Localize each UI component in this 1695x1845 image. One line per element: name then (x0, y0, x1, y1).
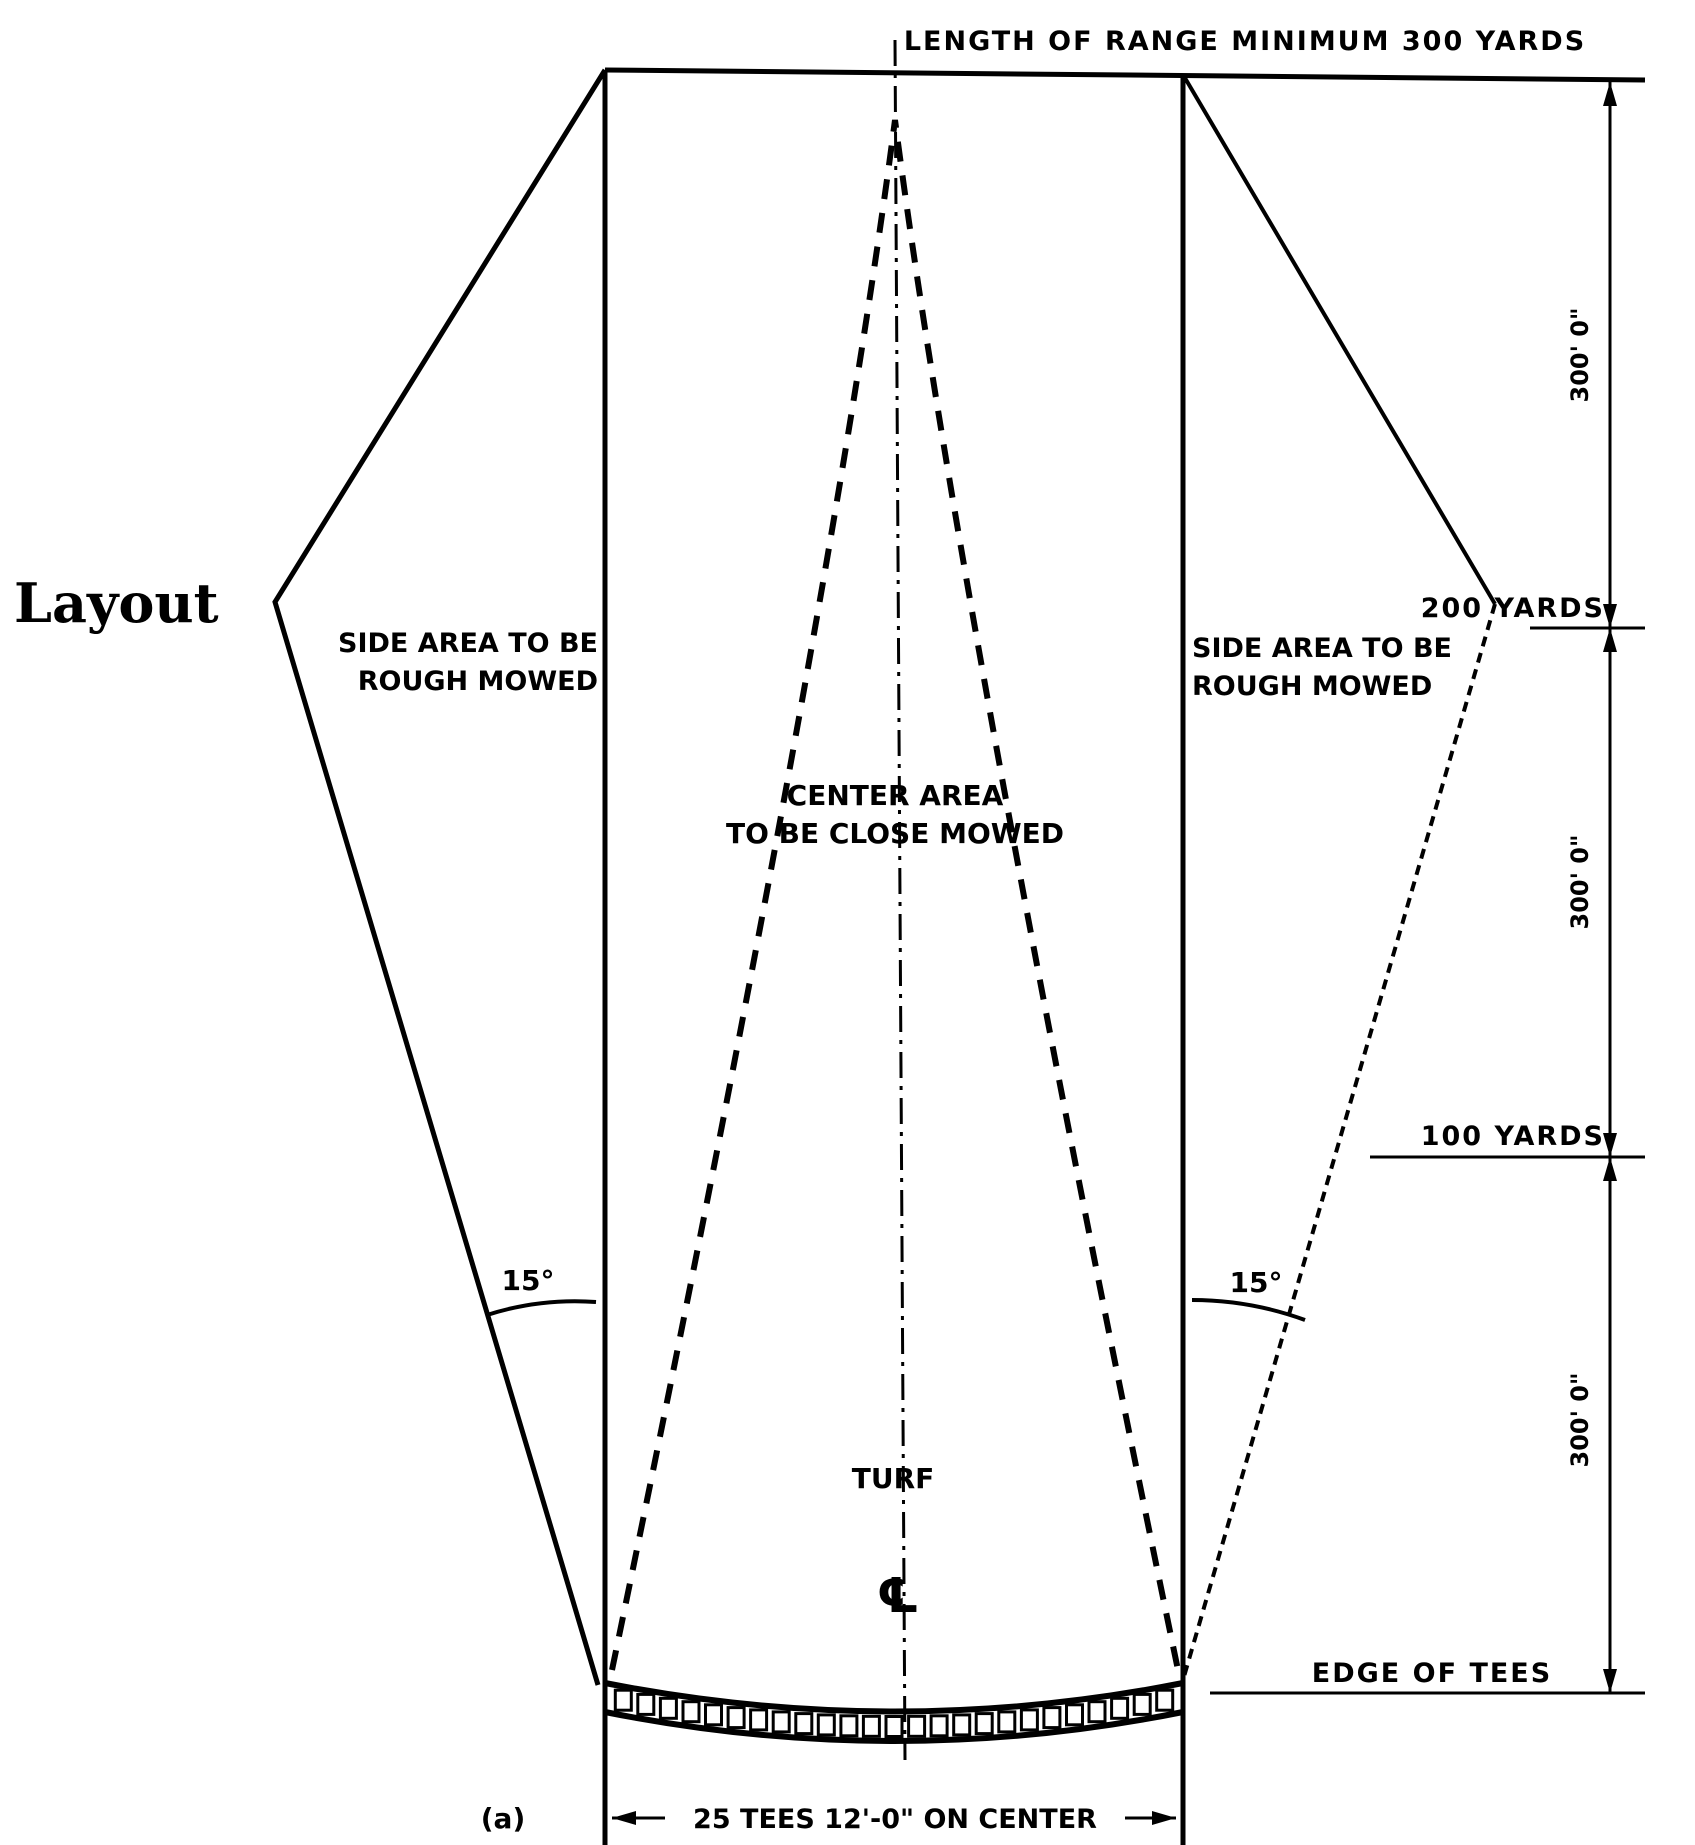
dim-label-lower: 300' 0" (1566, 1372, 1594, 1467)
dim-arrow-top (1603, 82, 1617, 106)
diagram-title: Layout (14, 571, 219, 635)
tee-row (613, 1688, 1175, 1738)
tee-box (929, 1714, 949, 1738)
tees-arrow-right (1152, 1811, 1176, 1825)
tee-box (884, 1715, 904, 1738)
left-outer-boundary (272, 68, 608, 1686)
tee-box (749, 1708, 769, 1732)
tee-box (1065, 1703, 1084, 1727)
figure-tag: (a) (481, 1802, 526, 1835)
angle-arc-left (486, 1299, 597, 1317)
mark-100-label: 100 YARDS (1421, 1121, 1605, 1152)
range-length-label: LENGTH OF RANGE MINIMUM 300 YARDS (904, 26, 1586, 57)
tee-box (839, 1714, 859, 1738)
mark-200-label: 200 YARDS (1421, 593, 1605, 624)
center-area-label-line1: CENTER AREA (787, 779, 1004, 812)
turf-label: TURF (852, 1462, 935, 1495)
right-outer-boundary-upper (1183, 76, 1497, 606)
side-right-label-line1: SIDE AREA TO BE (1192, 633, 1452, 664)
side-left-label-line1: SIDE AREA TO BE (338, 628, 598, 659)
tees-dimension-label: 25 TEES 12'-0" ON CENTER (693, 1804, 1097, 1835)
tee-box (1042, 1706, 1062, 1730)
tee-box (1087, 1700, 1107, 1724)
tee-box (952, 1713, 972, 1737)
tee-box (613, 1688, 633, 1712)
tee-strip-bottom-edge (604, 1709, 1184, 1744)
center-line (893, 39, 907, 1761)
tee-box (704, 1703, 723, 1727)
tee-box (1132, 1692, 1152, 1716)
tee-box (658, 1696, 678, 1720)
side-right-label-line2: ROUGH MOWED (1192, 671, 1432, 702)
tees-arrow-left (612, 1811, 636, 1825)
edge-of-tees-label: EDGE OF TEES (1312, 1658, 1552, 1689)
tee-box (681, 1700, 701, 1724)
tee-box (771, 1710, 791, 1734)
dim-arrow-200-down (1603, 628, 1617, 652)
tee-strip-top-edge (604, 1680, 1184, 1715)
tee-box (997, 1710, 1017, 1734)
dim-arrow-bottom (1603, 1669, 1617, 1693)
dim-label-upper: 300' 0" (1566, 307, 1594, 402)
center-area-boundary (609, 119, 1181, 1671)
tee-box (907, 1714, 927, 1738)
tee-box (1110, 1696, 1130, 1720)
tee-box (816, 1713, 836, 1737)
centerline-symbol: ℄ (876, 1568, 919, 1624)
angle-arc-right (1191, 1298, 1306, 1322)
angle-left-label: 15° (502, 1264, 555, 1297)
tee-box (726, 1706, 746, 1730)
tee-box (861, 1714, 881, 1738)
tee-box (794, 1712, 814, 1736)
dim-arrow-200-up (1603, 604, 1617, 628)
tee-box (636, 1692, 656, 1716)
tee-box (1155, 1688, 1175, 1712)
dim-arrow-100-down (1603, 1157, 1617, 1181)
tee-box (1019, 1708, 1039, 1732)
top-boundary-line (604, 67, 1646, 83)
dim-label-middle: 300' 0" (1566, 834, 1594, 929)
angle-right-label: 15° (1230, 1266, 1283, 1299)
dim-arrow-100-up (1603, 1133, 1617, 1157)
center-area-label-line2: TO BE CLOSE MOWED (726, 817, 1064, 850)
tee-box (974, 1712, 994, 1736)
side-left-label-line2: ROUGH MOWED (358, 666, 598, 697)
